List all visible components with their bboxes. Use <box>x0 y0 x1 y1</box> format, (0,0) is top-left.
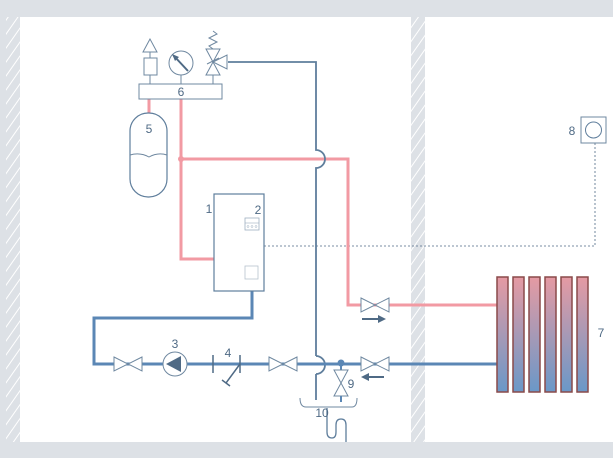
radiator-section <box>576 276 589 393</box>
radiator-section <box>496 276 509 393</box>
label-3: 3 <box>172 337 179 351</box>
flow-valve-icon <box>360 297 390 313</box>
return-pipe <box>92 291 497 366</box>
arrow-right-icon <box>362 315 386 323</box>
filter-icon <box>212 355 241 387</box>
label-6: 6 <box>178 85 185 99</box>
drain-funnel-bracket <box>299 397 358 408</box>
return-valve-icon <box>360 356 390 372</box>
expansion-vessel <box>129 112 168 198</box>
label-10: 10 <box>315 406 329 420</box>
safety-discharge-pipe <box>228 61 326 400</box>
wall-middle <box>411 17 425 442</box>
boiler-controller-display-icon <box>244 217 260 231</box>
siphon-icon <box>326 408 347 442</box>
pressure-gauge-icon <box>168 50 194 84</box>
flow-junction <box>178 156 184 162</box>
flow-pipe-boiler <box>179 99 214 261</box>
radiator-section <box>512 276 525 393</box>
air-vent-icon <box>142 37 158 84</box>
label-1: 1 <box>206 202 213 216</box>
safety-valve-icon <box>205 30 228 84</box>
radiator-section <box>528 276 541 393</box>
wall-left <box>6 17 20 442</box>
radiator <box>496 276 589 393</box>
shutoff-valve-icon <box>113 356 143 372</box>
label-5: 5 <box>146 122 153 136</box>
label-9: 9 <box>348 377 355 391</box>
drain-valve-icon <box>333 364 349 402</box>
drain-junction <box>337 359 345 367</box>
radiator-section <box>544 276 557 393</box>
label-7: 7 <box>598 326 605 340</box>
room-thermostat-icon <box>580 116 607 144</box>
label-8: 8 <box>569 124 576 138</box>
shutoff-valve-icon <box>268 356 298 372</box>
label-2: 2 <box>255 203 262 217</box>
boiler-panel-icon <box>244 265 259 280</box>
flow-pipe-radiator <box>181 157 497 307</box>
circulation-pump-icon <box>162 351 188 377</box>
radiator-section <box>560 276 573 393</box>
arrow-left-icon <box>361 373 384 381</box>
label-4: 4 <box>225 346 232 360</box>
